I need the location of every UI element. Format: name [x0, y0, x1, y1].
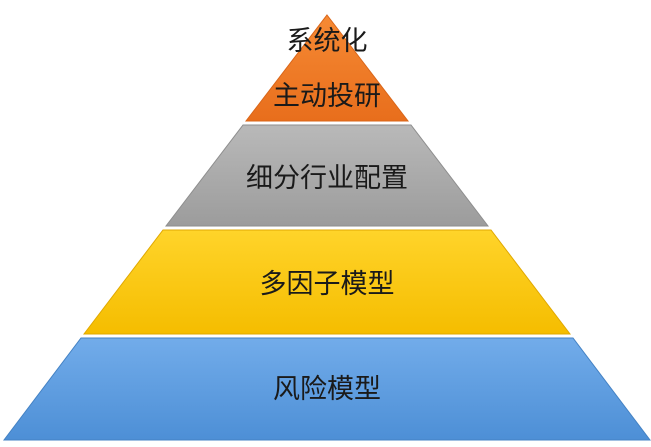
pyramid-level-third: 多因子模型 [82, 229, 572, 335]
level-label: 多因子模型 [260, 269, 395, 300]
pyramid-level-second: 细分行业配置 [164, 124, 490, 227]
pyramid-level-base: 风险模型 [2, 337, 651, 441]
level-label-line: 系统化 [287, 26, 368, 57]
level-label-line: 主动投研 [273, 81, 381, 112]
level-label: 细分行业配置 [246, 163, 408, 194]
level-label: 风险模型 [273, 374, 381, 405]
pyramid-level-top: 系统化 主动投研 [244, 14, 410, 122]
